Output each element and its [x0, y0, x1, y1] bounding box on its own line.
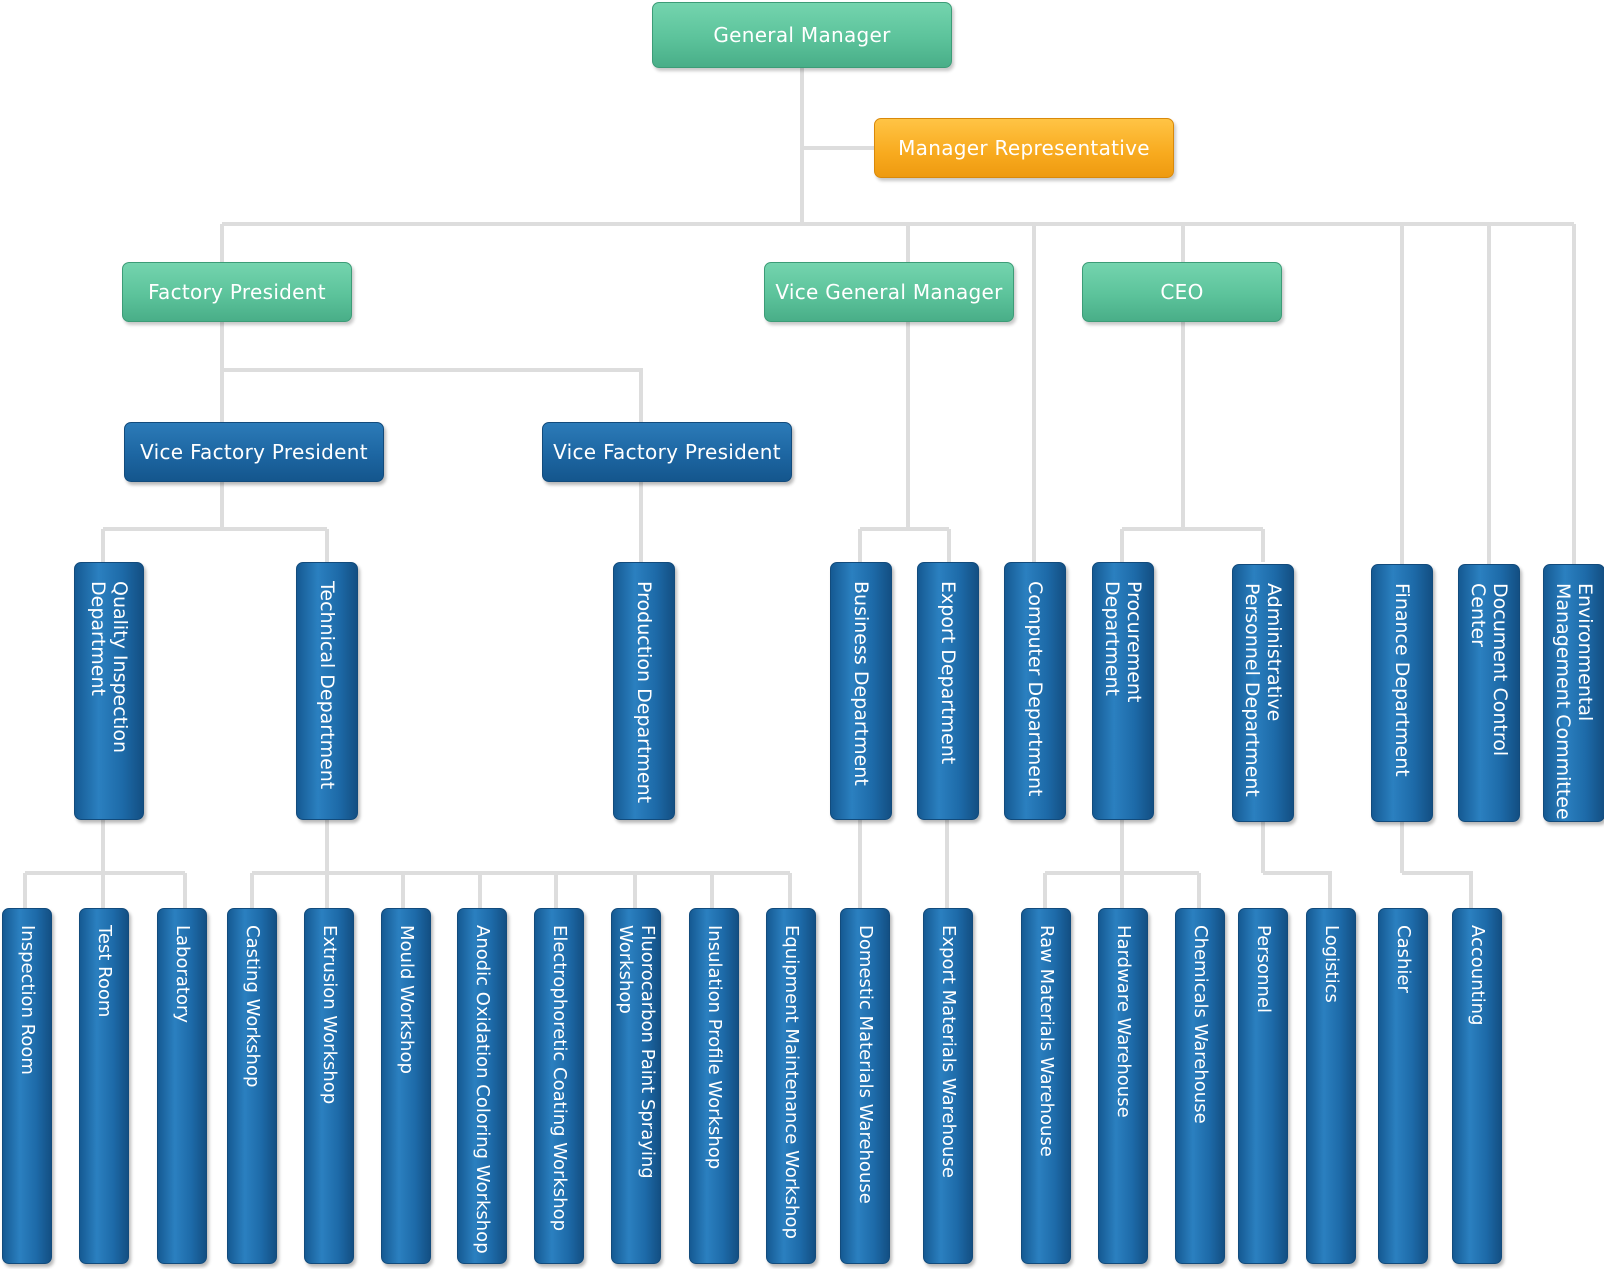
unit-label: Domestic Materials Warehouse [855, 925, 876, 1204]
department-box: Business Department [830, 562, 892, 820]
unit-box: Casting Workshop [227, 908, 277, 1264]
unit-box: Insulation Profile Workshop [689, 908, 739, 1264]
unit-box: Logistics [1306, 908, 1356, 1264]
unit-box: Anodic Oxidation Coloring Workshop [457, 908, 507, 1264]
department-box: Computer Department [1004, 562, 1066, 820]
unit-box: Laboratory [157, 908, 207, 1264]
unit-box: Export Materials Warehouse [923, 908, 973, 1264]
factory-president-label: Factory President [148, 280, 326, 304]
department-box: Document Control Center [1458, 564, 1520, 822]
department-label: Quality Inspection Department [87, 581, 131, 754]
ceo-box: CEO [1082, 262, 1282, 322]
unit-label: Raw Materials Warehouse [1036, 925, 1057, 1157]
department-label: Procurement Department [1101, 581, 1145, 703]
unit-label: Equipment Maintenance Workshop [781, 925, 802, 1239]
unit-label: Extrusion Workshop [319, 925, 340, 1105]
department-box: Technical Department [296, 562, 358, 820]
unit-box: Personnel [1238, 908, 1288, 1264]
department-box: Finance Department [1371, 564, 1433, 822]
unit-box: Accounting [1452, 908, 1502, 1264]
unit-label: Electrophoretic Coating Workshop [549, 925, 570, 1232]
unit-label: Hardware Warehouse [1113, 925, 1134, 1118]
unit-box: Mould Workshop [381, 908, 431, 1264]
vice-factory-president-box: Vice Factory President [124, 422, 384, 482]
department-label: Production Department [633, 581, 655, 804]
department-label: Finance Department [1391, 583, 1413, 777]
unit-label: Casting Workshop [242, 925, 263, 1088]
unit-label: Export Materials Warehouse [938, 925, 959, 1178]
unit-box: Chemicals Warehouse [1175, 908, 1225, 1264]
department-box: Production Department [613, 562, 675, 820]
manager-representative-box: Manager Representative [874, 118, 1174, 178]
vice-general-manager-label: Vice General Manager [775, 280, 1003, 304]
department-box: Quality Inspection Department [74, 562, 144, 820]
unit-label: Mould Workshop [396, 925, 417, 1074]
unit-box: Fluorocarbon Paint Spraying Workshop [611, 908, 661, 1264]
department-label: Document Control Center [1467, 583, 1511, 757]
unit-box: Test Room [79, 908, 129, 1264]
unit-label: Fluorocarbon Paint Spraying Workshop [615, 925, 658, 1179]
department-box: Procurement Department [1092, 562, 1154, 820]
department-box: Administrative Personnel Department [1232, 564, 1294, 822]
unit-label: Test Room [94, 925, 115, 1018]
unit-label: Logistics [1321, 925, 1342, 1003]
vice-factory-president-label: Vice Factory President [140, 440, 368, 464]
factory-president-box: Factory President [122, 262, 352, 322]
department-label: Technical Department [316, 581, 338, 790]
unit-box: Raw Materials Warehouse [1021, 908, 1071, 1264]
vice-general-manager-box: Vice General Manager [764, 262, 1014, 322]
manager-representative-label: Manager Representative [898, 136, 1150, 160]
unit-label: Inspection Room [17, 925, 38, 1075]
department-label: Export Department [937, 581, 959, 765]
unit-label: Insulation Profile Workshop [704, 925, 725, 1170]
unit-label: Anodic Oxidation Coloring Workshop [472, 925, 493, 1254]
vice-factory-president-label: Vice Factory President [553, 440, 781, 464]
unit-label: Personnel [1253, 925, 1274, 1013]
ceo-label: CEO [1160, 280, 1204, 304]
vice-factory-president-box: Vice Factory President [542, 422, 792, 482]
department-label: Computer Department [1024, 581, 1046, 797]
general-manager-label: General Manager [713, 23, 891, 47]
unit-label: Chemicals Warehouse [1190, 925, 1211, 1124]
department-label: Business Department [850, 581, 872, 786]
unit-label: Laboratory [172, 925, 193, 1024]
unit-box: Hardware Warehouse [1098, 908, 1148, 1264]
unit-box: Electrophoretic Coating Workshop [534, 908, 584, 1264]
department-box: Environmental Management Committee [1543, 564, 1604, 822]
department-box: Export Department [917, 562, 979, 820]
general-manager-box: General Manager [652, 2, 952, 68]
unit-label: Accounting [1467, 925, 1488, 1026]
unit-box: Equipment Maintenance Workshop [766, 908, 816, 1264]
unit-box: Extrusion Workshop [304, 908, 354, 1264]
unit-box: Inspection Room [2, 908, 52, 1264]
department-label: Administrative Personnel Department [1241, 583, 1285, 797]
department-label: Environmental Management Committee [1552, 583, 1596, 820]
unit-box: Domestic Materials Warehouse [840, 908, 890, 1264]
unit-label: Cashier [1393, 925, 1414, 993]
unit-box: Cashier [1378, 908, 1428, 1264]
